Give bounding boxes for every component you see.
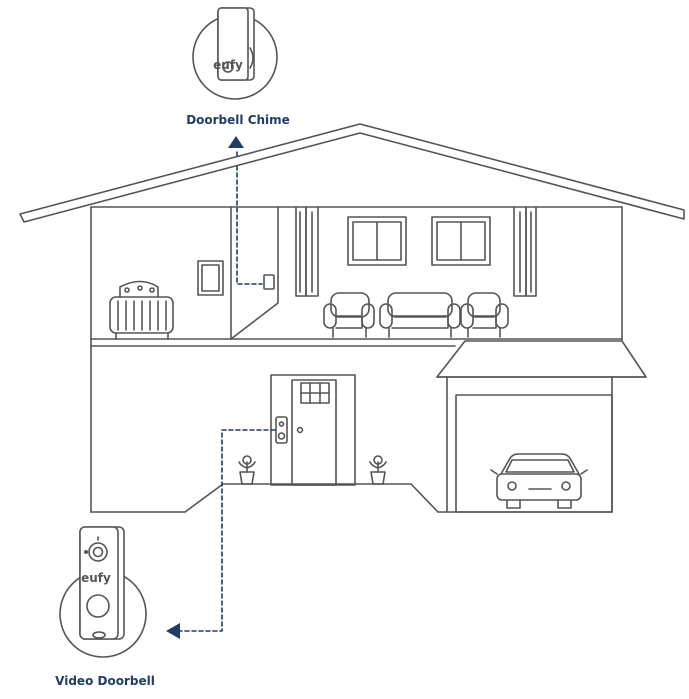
- armchair-right: [460, 292, 509, 338]
- doorbell-label: Video Doorbell: [55, 674, 155, 688]
- upstairs-interior-wall: [230, 206, 279, 340]
- wall-picture: [197, 260, 224, 296]
- armchair-left: [323, 292, 375, 338]
- porch: [184, 483, 439, 513]
- upstairs-window-right: [431, 216, 491, 266]
- doorbell-device: [79, 526, 125, 640]
- chime-connection-arrow: [228, 136, 263, 285]
- doorbell-connection-arrow: [166, 429, 276, 639]
- flower-pot-right: [369, 455, 387, 485]
- roof: [19, 123, 685, 223]
- chime-callout: [192, 7, 278, 100]
- doorbell-in-house: [275, 416, 288, 444]
- garage: [436, 340, 647, 513]
- curtain-left: [295, 206, 319, 297]
- chime-logo: eufy: [213, 58, 243, 72]
- chime-in-house: [263, 274, 275, 290]
- chime-label: Doorbell Chime: [186, 113, 290, 127]
- flower-pot-left: [238, 455, 256, 485]
- curtain-right: [513, 206, 537, 297]
- arrow-up-icon: [228, 136, 244, 148]
- upstairs-window-left: [347, 216, 407, 266]
- doorbell-logo: eufy: [81, 571, 111, 585]
- crib: [109, 280, 174, 340]
- doorbell-callout: [59, 526, 147, 658]
- arrow-left-icon: [166, 623, 180, 639]
- sofa: [379, 292, 461, 338]
- car: [490, 453, 588, 509]
- chime-device: [217, 7, 255, 81]
